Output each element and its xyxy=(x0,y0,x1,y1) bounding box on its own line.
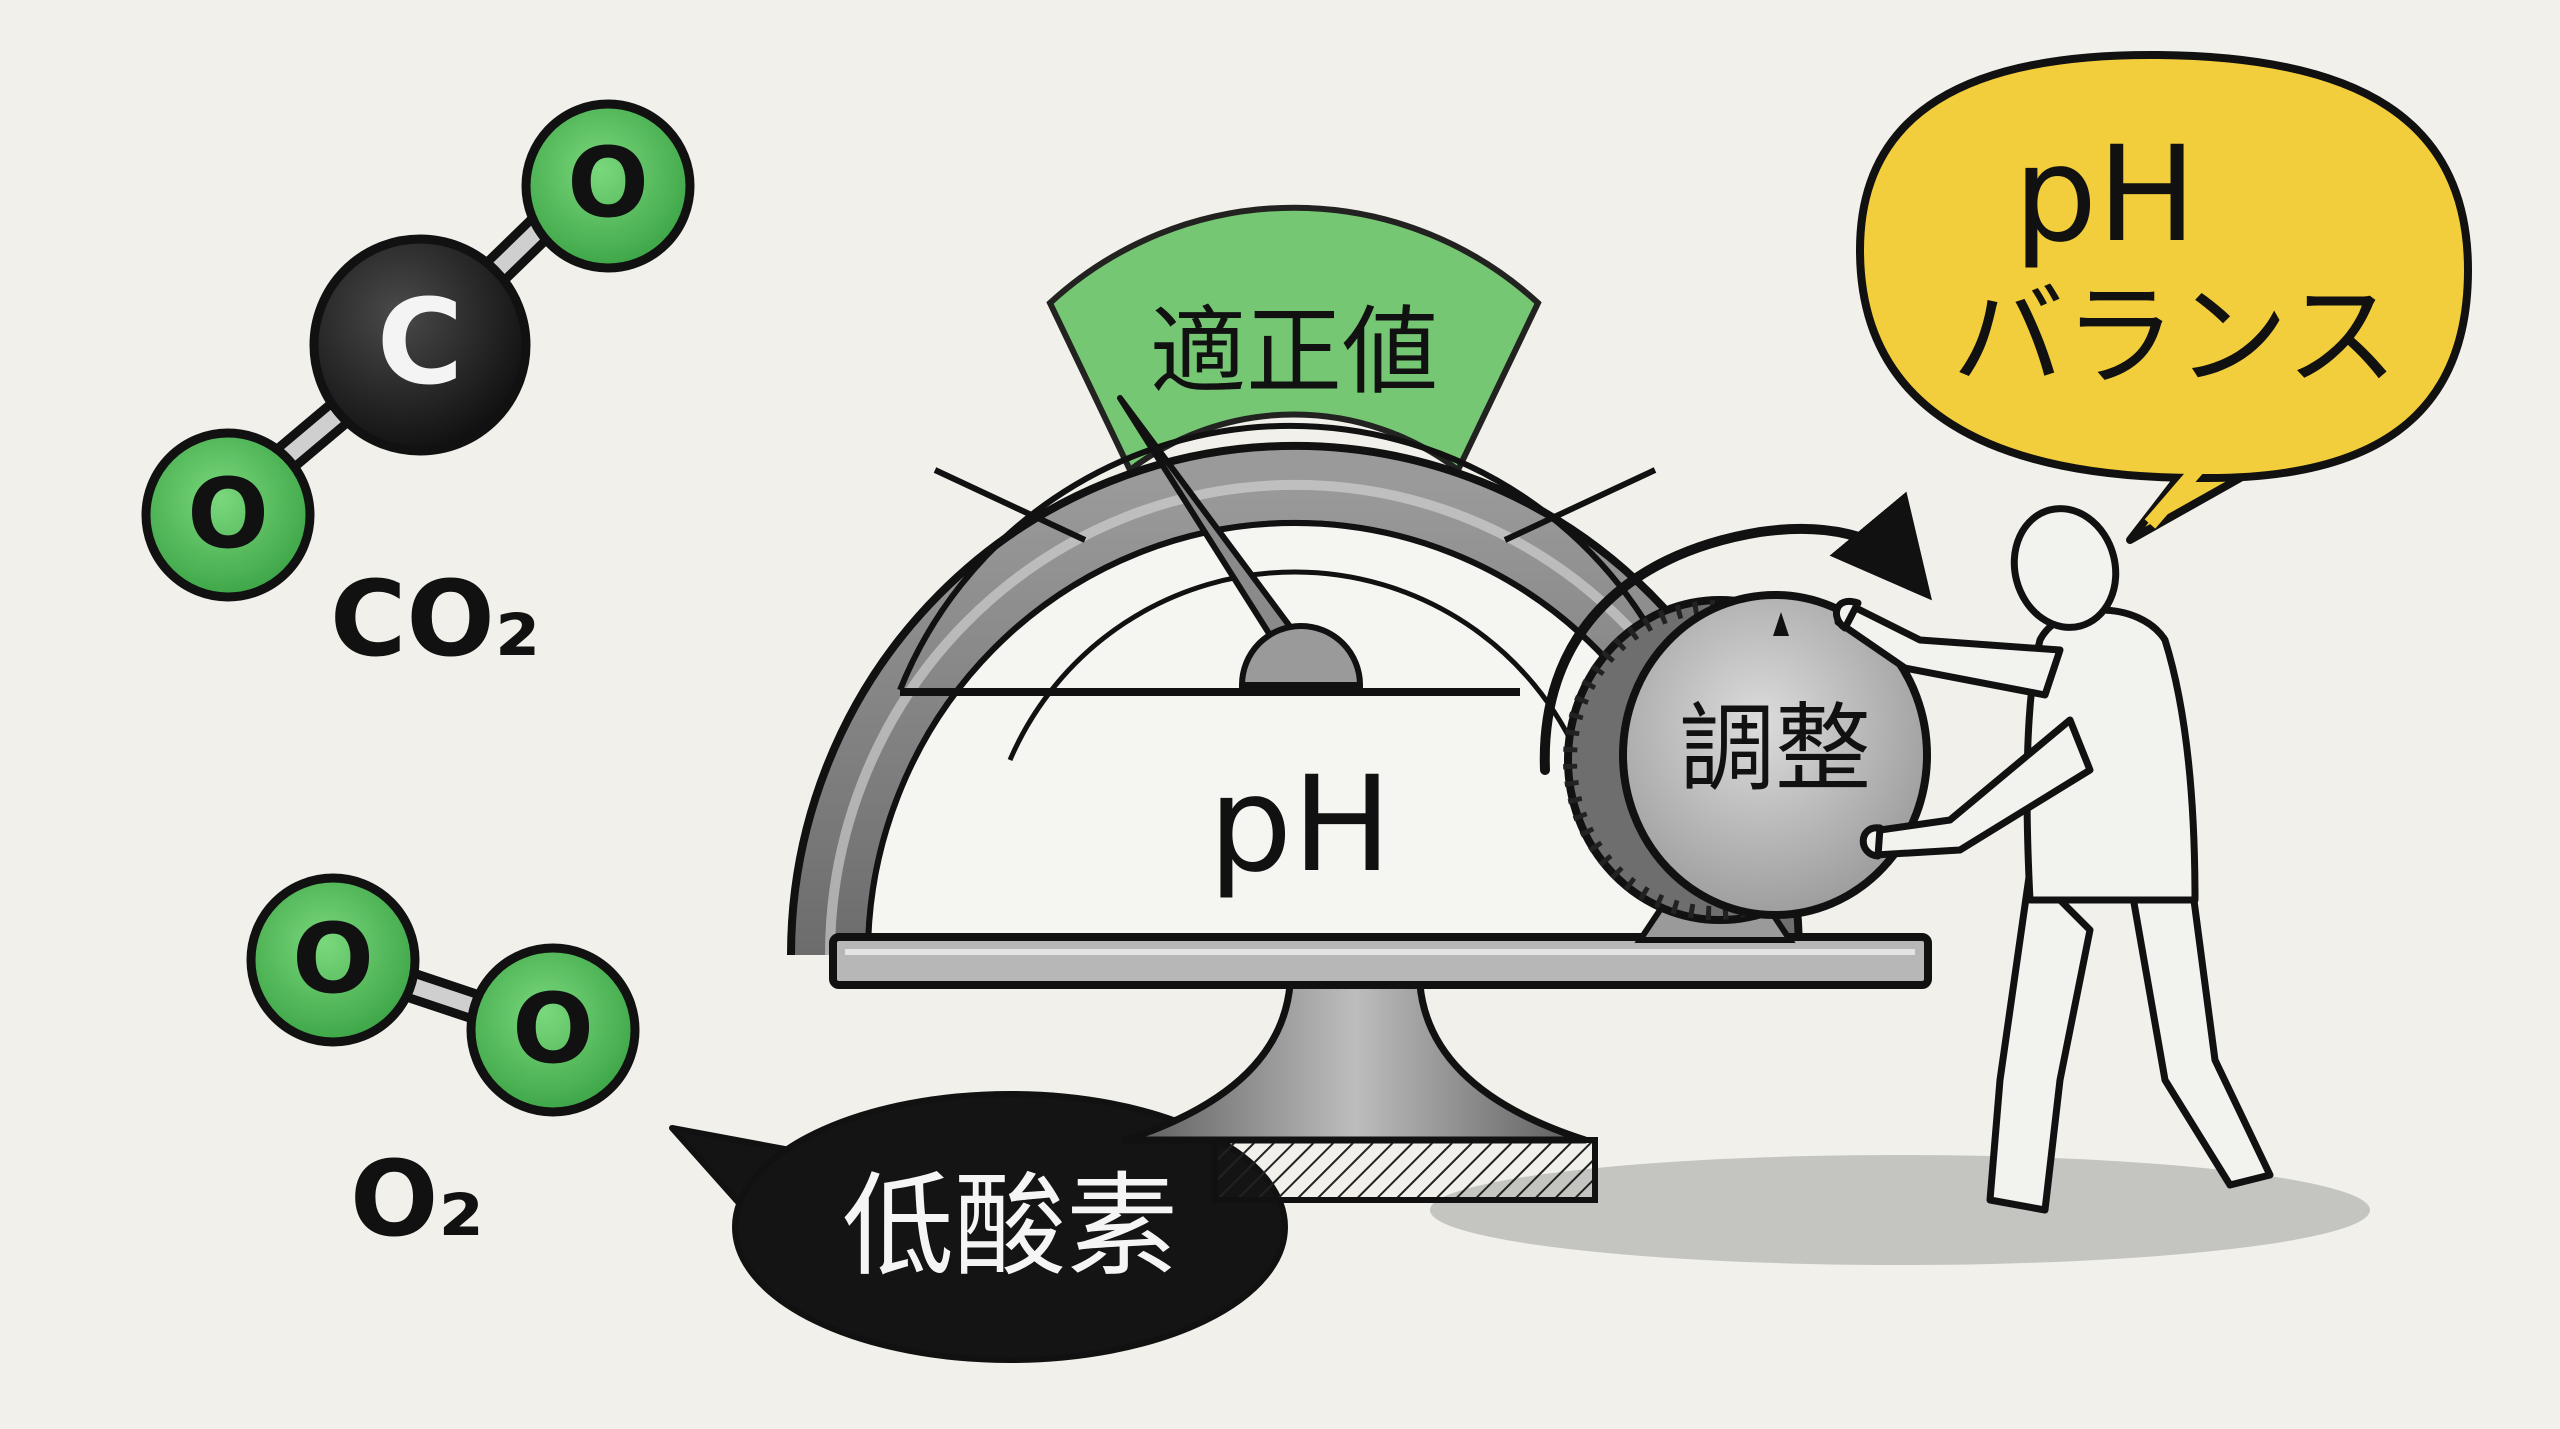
person-figure-icon xyxy=(1833,505,2274,1214)
oxygen-atom-top xyxy=(521,99,695,273)
ground-shadow xyxy=(1430,1155,2370,1265)
o2-atom-right xyxy=(466,943,640,1117)
oxygen-atom-bottom-label: O xyxy=(187,458,269,570)
low-oxygen-speech-bubble: 低酸素 xyxy=(669,1091,1288,1363)
co2-formula: CO₂ xyxy=(330,558,540,680)
rotation-arrow-icon xyxy=(1539,491,1933,775)
o2-atom-left-label: O xyxy=(292,903,374,1015)
o2-molecule-icon: O O O₂ xyxy=(246,873,640,1260)
carbon-atom xyxy=(309,234,531,456)
ph-balance-line2: バランス xyxy=(1952,272,2398,402)
optimal-zone xyxy=(1046,204,1542,475)
optimal-zone-label: 適正値 xyxy=(1150,296,1438,408)
o2-atom-left xyxy=(246,873,420,1047)
gauge-stand xyxy=(829,933,1932,1203)
gauge-ph-label: pH xyxy=(1208,748,1391,902)
oxygen-atom-top-label: O xyxy=(567,127,649,239)
oxygen-atom-bottom xyxy=(141,428,315,602)
o2-formula: O₂ xyxy=(350,1138,484,1260)
adjustment-knob-icon: 調整 xyxy=(1563,591,1931,943)
carbon-atom-label: C xyxy=(377,273,464,411)
knob-label: 調整 xyxy=(1679,693,1871,805)
knob-face xyxy=(1619,591,1931,919)
ph-balance-line1: pH xyxy=(2013,118,2196,272)
o2-atom-right-label: O xyxy=(512,973,594,1085)
co2-molecule-icon: O C O CO₂ xyxy=(141,99,695,680)
ph-balance-speech-bubble: pH バランス xyxy=(1855,50,2473,544)
low-oxygen-text: 低酸素 xyxy=(842,1162,1178,1292)
